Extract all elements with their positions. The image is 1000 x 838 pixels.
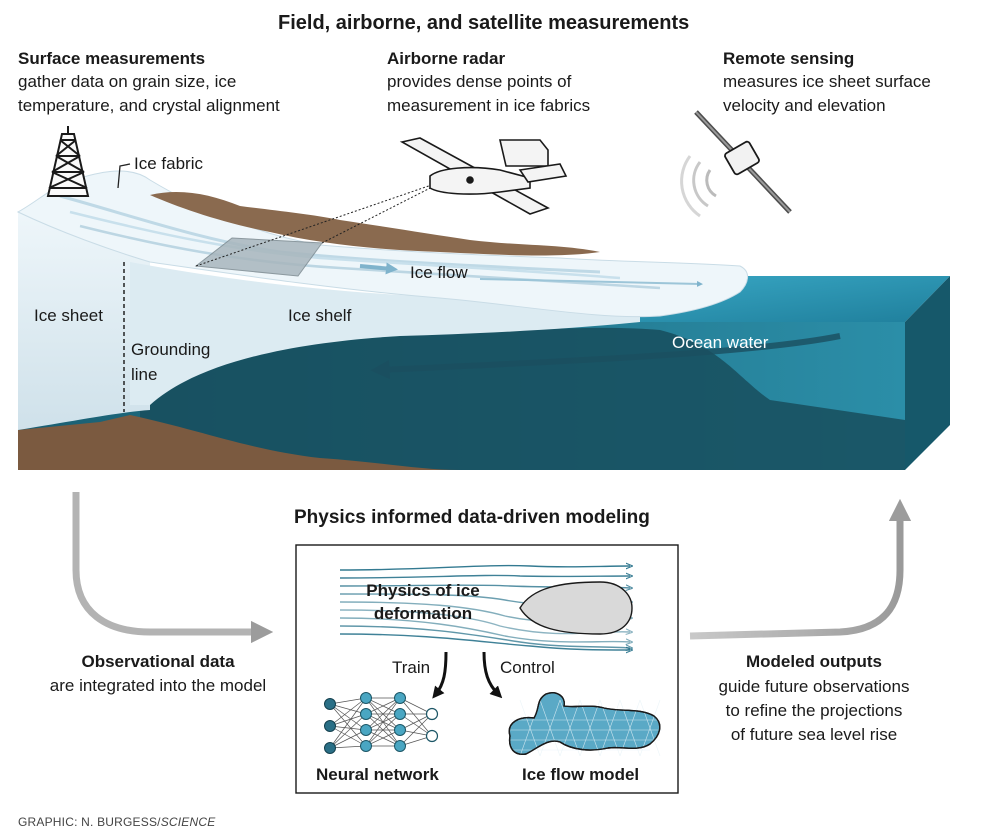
modeled-outputs-line3: of future sea level rise (730, 725, 898, 744)
ocean-water-label: Ocean water (672, 333, 769, 352)
remote-sensing-line2: velocity and elevation (723, 96, 886, 115)
remote-sensing-title: Remote sensing (723, 49, 855, 68)
ice-flow-model-label: Ice flow model (522, 765, 640, 784)
airplane-icon (399, 137, 568, 215)
sub-shelf-cavity (140, 327, 905, 470)
bedrock-floor (18, 415, 460, 470)
ice-flow-arrow-long (479, 278, 703, 287)
ice-shelf-label: Ice shelf (288, 306, 352, 325)
surface-measurements-line2: temperature, and crystal alignment (18, 96, 280, 115)
ice-sheet-front (18, 212, 150, 430)
observational-data-arrow (72, 492, 274, 644)
surface-measurements-line1: gather data on grain size, ice (18, 72, 237, 91)
neural-network-label: Neural network (316, 765, 439, 784)
radar-beam (195, 179, 447, 267)
train-label: Train (392, 658, 431, 677)
surface-measurements-title: Surface measurements (18, 49, 206, 68)
block-diagram (16, 163, 950, 470)
model-box (295, 544, 679, 794)
ice-fabric-leader (117, 163, 131, 189)
grounding-line-label-2: line (131, 365, 158, 384)
ice-flow-arrow (359, 262, 398, 275)
modeled-outputs-line1: guide future observations (718, 677, 910, 696)
obstacle-shape (519, 581, 633, 635)
ice-flow-model-icon (508, 692, 662, 757)
ice-flow-label: Ice flow (410, 263, 468, 282)
rock-ridge (150, 192, 600, 256)
modeled-outputs-line2: to refine the projections (725, 701, 903, 720)
drilling-tower-icon (46, 126, 90, 197)
modeled-outputs-arrow (689, 498, 912, 640)
neural-network-icon (324, 692, 439, 754)
airborne-radar-line1: provides dense points of (387, 72, 572, 91)
ice-sheet-label: Ice sheet (34, 306, 103, 325)
satellite-icon (680, 110, 792, 218)
control-label: Control (500, 658, 555, 677)
control-arrow (482, 651, 503, 699)
main-title: Field, airborne, and satellite measureme… (278, 12, 690, 34)
physics-label-2: deformation (373, 604, 473, 623)
airborne-radar-line2: measurement in ice fabrics (387, 96, 591, 115)
observational-data-line1: are integrated into the model (49, 676, 267, 695)
ice-flow-streak (69, 210, 621, 280)
grounding-line-label-1: Grounding (131, 340, 211, 359)
physics-label-1: Physics of ice (366, 581, 480, 600)
remote-sensing-line1: measures ice sheet surface (723, 72, 931, 91)
train-arrow (432, 651, 448, 699)
credit-prefix: GRAPHIC: N. BURGESS/ (18, 815, 161, 829)
credit-source: SCIENCE (160, 815, 216, 829)
modeled-outputs-title: Modeled outputs (746, 652, 882, 671)
radar-scan-area (194, 237, 323, 277)
ocean-circulation-arrow (370, 333, 841, 380)
observational-data-title: Observational data (81, 652, 235, 671)
graphic-credit: GRAPHIC: N. BURGESS/SCIENCE (18, 815, 215, 829)
modeling-title: Physics informed data-driven modeling (294, 507, 650, 528)
ice-fabric-label: Ice fabric (134, 154, 203, 173)
ocean-right-side (905, 276, 950, 470)
airborne-radar-title: Airborne radar (387, 49, 506, 68)
ice-shelf-body (130, 262, 640, 405)
radar-beam (321, 179, 447, 244)
